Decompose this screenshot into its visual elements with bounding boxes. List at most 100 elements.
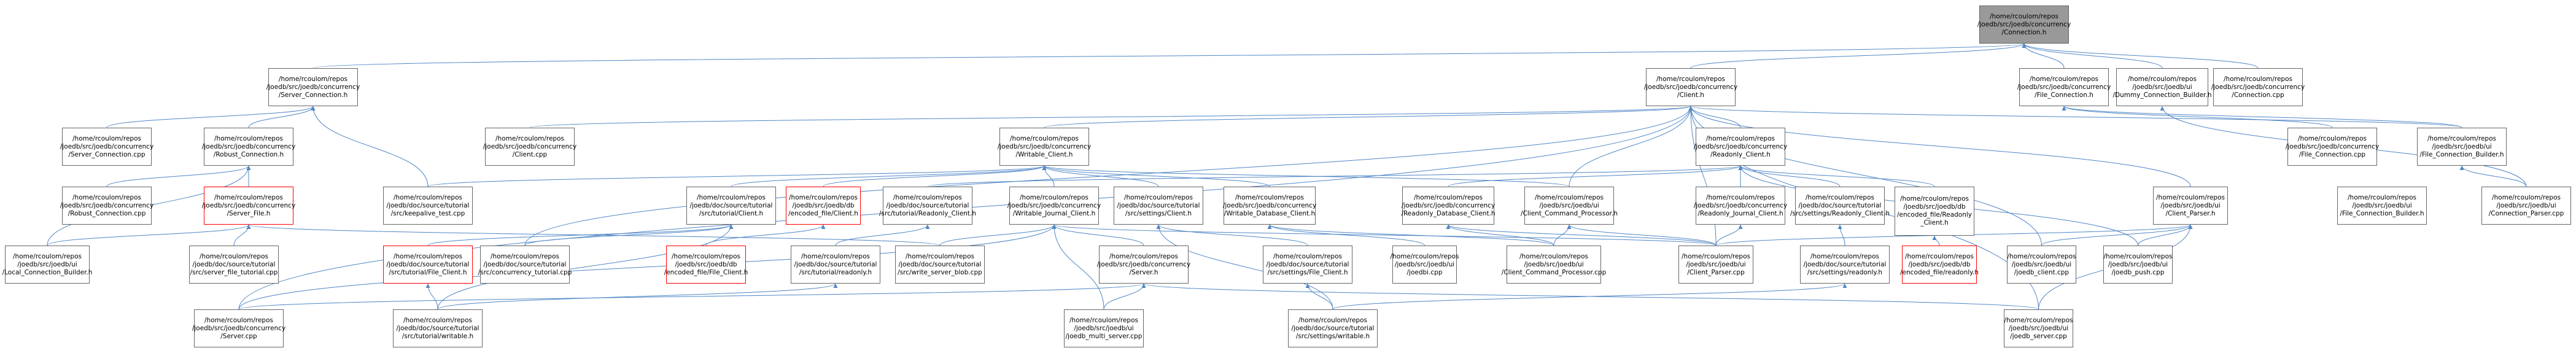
graph-node-robust-conn-h[interactable]: /home/rcoulom/repos /joedb/src/joedb/con… [202, 128, 295, 166]
graph-node-client-h[interactable]: /home/rcoulom/repos /joedb/src/joedb/con… [1644, 68, 1737, 106]
graph-node-encoded-file-readonly-h[interactable]: /home/rcoulom/repos /joedb/src/joedb/db … [1900, 246, 1979, 284]
graph-edge [1267, 224, 1425, 246]
graph-node-label: /home/rcoulom/repos /joedb/src/joedb/ui … [2004, 316, 2073, 340]
graph-edge [2062, 106, 2333, 128]
graph-node-settings-client-h[interactable]: /home/rcoulom/repos /joedb/doc/source/tu… [1114, 187, 1203, 225]
graph-node-server-conn-cpp[interactable]: /home/rcoulom/repos /joedb/src/joedb/con… [60, 128, 154, 166]
graph-edge [1446, 224, 1717, 246]
graph-node-joedb-server-cpp[interactable]: /home/rcoulom/repos /joedb/src/joedb/ui … [2004, 309, 2073, 347]
graph-edge [731, 165, 1047, 187]
graph-node-label: /home/rcoulom/repos /joedb/doc/source/tu… [396, 316, 479, 340]
graph-node-label: /home/rcoulom/repos /joedb/src/joedb/con… [1096, 252, 1191, 276]
graph-node-readonly-database-client-h[interactable]: /home/rcoulom/repos /joedb/src/joedb/con… [1401, 187, 1496, 225]
graph-node-tut-writable-h[interactable]: /home/rcoulom/repos /joedb/doc/source/tu… [393, 309, 483, 347]
graph-node-settings-readonly-h[interactable]: /home/rcoulom/repos /joedb/doc/source/tu… [1800, 246, 1890, 284]
graph-node-label: /home/rcoulom/repos /joedb/src/joedb/con… [997, 134, 1092, 158]
graph-node-readonly-journal-client-h[interactable]: /home/rcoulom/repos /joedb/src/joedb/con… [1694, 187, 1787, 225]
graph-node-file-conn-builder-h2[interactable]: /home/rcoulom/repos /joedb/src/joedb/ui … [2337, 187, 2427, 225]
graph-node-label: /home/rcoulom/repos /joedb/doc/source/tu… [1790, 193, 1890, 217]
graph-node-label: /home/rcoulom/repos /joedb/src/joedb/con… [1977, 12, 2071, 36]
graph-edge [106, 106, 316, 128]
graph-node-label: /home/rcoulom/repos /joedb/src/joedb/con… [2285, 134, 2380, 158]
graph-node-label: /home/rcoulom/repos /joedb/src/joedb/ui … [2156, 193, 2225, 217]
graph-node-write-server-blob[interactable]: /home/rcoulom/repos /joedb/doc/source/tu… [895, 246, 985, 284]
graph-node-settings-readonly-client-h[interactable]: /home/rcoulom/repos /joedb/doc/source/tu… [1790, 187, 1890, 225]
graph-node-label: /home/rcoulom/repos /joedb/src/joedb/db … [1900, 252, 1979, 276]
graph-node-encoded-file-client-h[interactable]: /home/rcoulom/repos /joedb/src/joedb/db … [786, 187, 861, 225]
graph-edge [2022, 43, 2259, 69]
graph-node-client-parser-cpp[interactable]: /home/rcoulom/repos /joedb/src/joedb/ui … [1678, 246, 1753, 284]
graph-node-label: /home/rcoulom/repos /joedb/doc/source/tu… [386, 193, 470, 217]
graph-node-joedb-push-cpp[interactable]: /home/rcoulom/repos /joedb/src/joedb/ui … [2103, 246, 2173, 284]
graph-edge [246, 224, 941, 246]
graph-node-tut-file-client-h[interactable]: /home/rcoulom/repos /joedb/doc/source/tu… [383, 246, 473, 284]
graph-node-joedb-multi-server[interactable]: /home/rcoulom/repos /joedb/src/joedb/ui … [1064, 309, 1144, 347]
graph-node-client-command-processor-cpp[interactable]: /home/rcoulom/repos /joedb/src/joedb/ui … [1502, 246, 1606, 284]
graph-edge [1448, 165, 1743, 187]
graph-node-settings-file-client-h[interactable]: /home/rcoulom/repos /joedb/doc/source/tu… [1263, 246, 1352, 284]
graph-node-label: /home/rcoulom/repos /joedb/src/joedb/con… [2211, 75, 2305, 99]
graph-node-tut-server-cpp[interactable]: /home/rcoulom/repos /joedb/src/joedb/con… [192, 309, 285, 347]
graph-node-keepalive-test[interactable]: /home/rcoulom/repos /joedb/doc/source/tu… [383, 187, 473, 225]
graph-node-label: /home/rcoulom/repos /joedb/doc/source/tu… [386, 252, 470, 276]
graph-edge [248, 106, 316, 128]
graph-node-file-conn-cpp[interactable]: /home/rcoulom/repos /joedb/src/joedb/con… [2285, 128, 2380, 166]
graph-node-label: /home/rcoulom/repos /joedb/src/joedb/ui … [2007, 252, 2076, 276]
graph-node-settings-writable-h[interactable]: /home/rcoulom/repos /joedb/doc/source/tu… [1288, 309, 1378, 347]
graph-edge [1141, 283, 2039, 310]
graph-edge [2062, 106, 2462, 128]
graph-edge [238, 283, 1146, 310]
graph-node-local-conn-builder-h[interactable]: /home/rcoulom/repos /joedb/src/joedb/ui … [2, 246, 93, 284]
graph-node-writable-database-client-h[interactable]: /home/rcoulom/repos /joedb/src/joedb/con… [1223, 187, 1316, 225]
graph-node-label: /home/rcoulom/repos /joedb/doc/source/tu… [794, 252, 877, 276]
graph-node-server-conn-h[interactable]: /home/rcoulom/repos /joedb/src/joedb/con… [266, 68, 360, 106]
graph-edge [2022, 43, 2065, 69]
graph-edge [1103, 283, 1146, 310]
graph-node-writable-journal-client-h[interactable]: /home/rcoulom/repos /joedb/src/joedb/con… [1007, 187, 1101, 225]
graph-node-file-conn-h[interactable]: /home/rcoulom/repos /joedb/src/joedb/con… [2017, 68, 2111, 106]
graph-node-connection-cpp[interactable]: /home/rcoulom/repos /joedb/src/joedb/con… [2211, 68, 2305, 106]
graph-node-client-command-processor-h[interactable]: /home/rcoulom/repos /joedb/src/joedb/ui … [1521, 187, 1618, 225]
graph-node-joedbi-cpp[interactable]: /home/rcoulom/repos /joedb/src/joedb/ui … [1391, 246, 1459, 284]
graph-node-robust-conn-cpp[interactable]: /home/rcoulom/repos /joedb/src/joedb/con… [60, 187, 153, 225]
graph-edge [2022, 43, 2163, 69]
graph-edge [106, 165, 251, 187]
graph-node-encoded-file-readonly-client-h[interactable]: /home/rcoulom/repos /joedb/src/joedb/db … [1895, 187, 1974, 236]
graph-node-tut-readonly-client-h[interactable]: /home/rcoulom/repos /joedb/doc/source/tu… [879, 187, 976, 225]
graph-edge [927, 165, 1742, 187]
graph-node-client-cpp[interactable]: /home/rcoulom/repos /joedb/src/joedb/con… [483, 128, 576, 166]
graph-node-label: /home/rcoulom/repos /joedb/doc/source/tu… [1291, 316, 1375, 340]
graph-node-connection-parser-cpp[interactable]: /home/rcoulom/repos /joedb/src/joedb/ui … [2481, 187, 2571, 225]
graph-node-label: /home/rcoulom/repos /joedb/src/joedb/ui … [2112, 75, 2212, 99]
graph-edge [1446, 224, 1554, 246]
graph-node-label: /home/rcoulom/repos /joedb/doc/source/tu… [1803, 252, 1887, 276]
graph-node-writable-client-h[interactable]: /home/rcoulom/repos /joedb/src/joedb/con… [997, 128, 1092, 166]
graph-node-label: /home/rcoulom/repos /joedb/src/joedb/ui … [1521, 193, 1618, 217]
graph-edge [1156, 224, 1308, 246]
graph-node-label: /home/rcoulom/repos /joedb/src/joedb/con… [60, 134, 154, 158]
graph-node-encoded-file-file-client-h[interactable]: /home/rcoulom/repos /joedb/src/joedb/db … [664, 246, 748, 284]
graph-edge [2459, 165, 2527, 187]
graph-edge [1553, 224, 1572, 246]
graph-node-label: /home/rcoulom/repos /joedb/src/joedb/ui … [2, 252, 93, 276]
graph-edge [705, 224, 826, 246]
graph-node-readonly-client-h[interactable]: /home/rcoulom/repos /joedb/src/joedb/con… [1694, 128, 1787, 166]
graph-node-server-file-h[interactable]: /home/rcoulom/repos /joedb/src/joedb/con… [202, 187, 295, 225]
graph-node-concurrency-tutorial[interactable]: /home/rcoulom/repos /joedb/doc/source/tu… [478, 246, 572, 284]
graph-node-dummy-builder-h[interactable]: /home/rcoulom/repos /joedb/src/joedb/ui … [2112, 68, 2212, 106]
graph-edge [2138, 224, 2193, 246]
graph-edge [1715, 224, 1743, 246]
graph-node-file-builder-h[interactable]: /home/rcoulom/repos /joedb/src/joedb/ui … [2417, 128, 2507, 166]
graph-node-tut-readonly-h[interactable]: /home/rcoulom/repos /joedb/doc/source/tu… [791, 246, 880, 284]
graph-node-label: /home/rcoulom/repos /joedb/doc/source/tu… [1266, 252, 1349, 276]
graph-node-tut-client-h[interactable]: /home/rcoulom/repos /joedb/doc/source/tu… [686, 187, 776, 225]
graph-edge [1044, 106, 1693, 128]
graph-node-client-parser-h[interactable]: /home/rcoulom/repos /joedb/src/joedb/ui … [2153, 187, 2228, 225]
graph-edge [529, 106, 1693, 128]
graph-node-server-h[interactable]: /home/rcoulom/repos /joedb/src/joedb/con… [1096, 246, 1191, 284]
graph-node-joedb-client-cpp[interactable]: /home/rcoulom/repos /joedb/src/joedb/ui … [2007, 246, 2076, 284]
graph-node-server-file-tutorial[interactable]: /home/rcoulom/repos /joedb/doc/source/tu… [189, 246, 279, 284]
graph-node-label: /home/rcoulom/repos /joedb/doc/source/tu… [478, 252, 572, 276]
graph-node-label: /home/rcoulom/repos /joedb/doc/source/tu… [190, 252, 278, 276]
